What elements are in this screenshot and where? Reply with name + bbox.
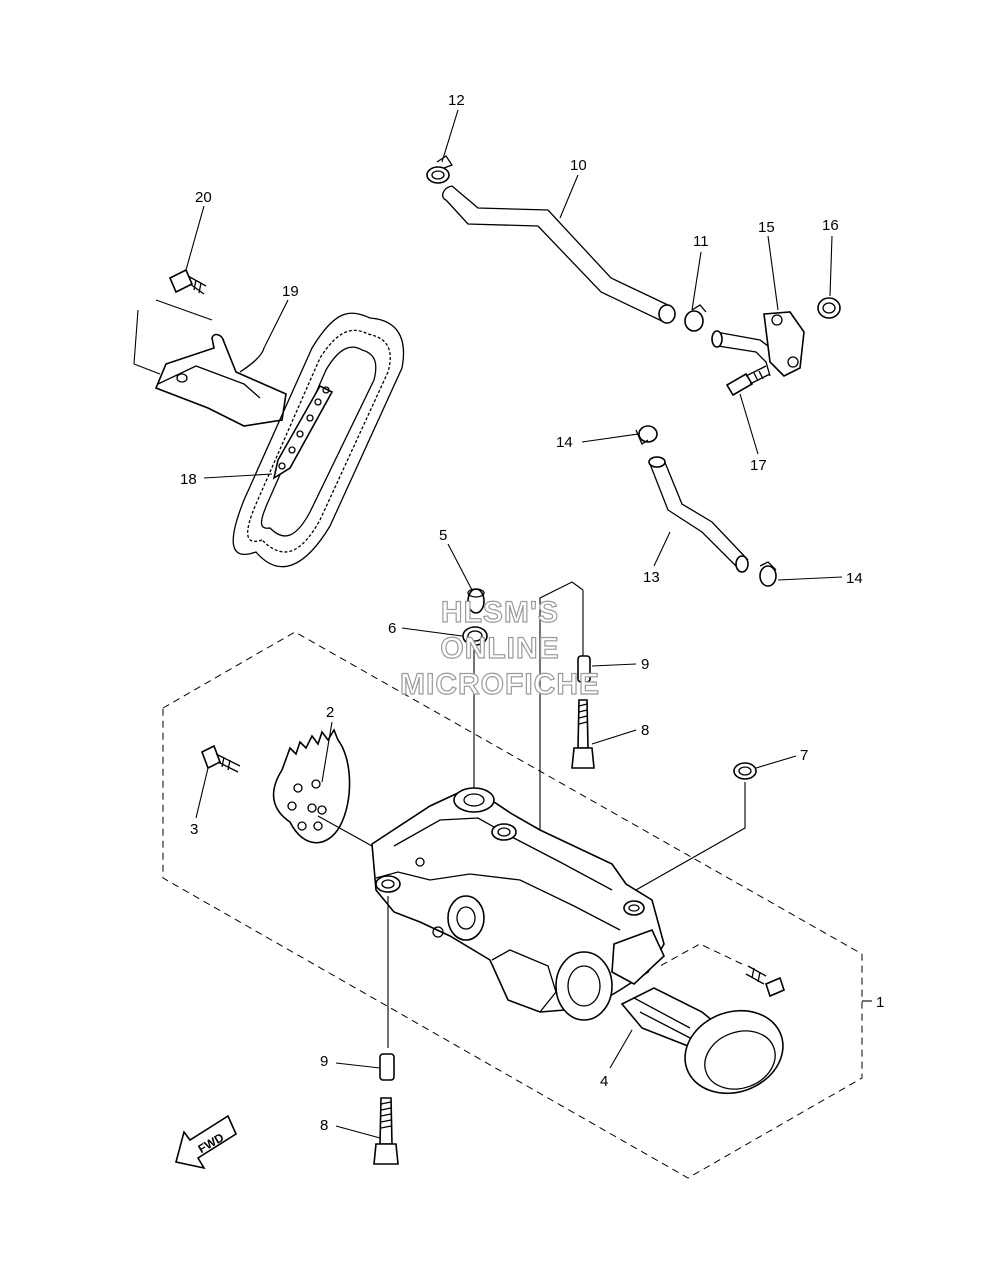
callout-13: 13 [643, 569, 660, 586]
part-13-hose [648, 456, 749, 573]
part-17-bolt [725, 365, 771, 397]
part-4-strainer [620, 987, 784, 1095]
callout-10: 10 [570, 157, 587, 174]
watermark-line-1: HLSM'S [441, 596, 559, 629]
callout-7: 7 [800, 747, 808, 764]
part-12-clip [426, 155, 453, 184]
part-11-clip [684, 304, 707, 332]
part-3-bolt [200, 744, 241, 773]
part-15-pipe [711, 311, 805, 377]
part-9-dowel-lower [379, 1053, 395, 1081]
part-19-chain-guide [154, 333, 287, 427]
callout-6: 6 [388, 620, 396, 637]
part-2-sprocket [272, 728, 351, 844]
callout-2: 2 [326, 704, 334, 721]
part-18-chain [232, 312, 405, 568]
part-10-hose [441, 185, 676, 324]
callout-20: 20 [195, 189, 212, 206]
callout-3: 3 [190, 821, 198, 838]
part-7-oring [733, 762, 757, 780]
watermark-line-3: MICROFICHE [400, 668, 600, 701]
callout-17: 17 [750, 457, 767, 474]
callout-5: 5 [439, 527, 447, 544]
callout-9-lower: 9 [320, 1053, 328, 1070]
callout-12: 12 [448, 92, 465, 109]
part-9-dowel-upper [577, 655, 591, 683]
callout-9-upper: 9 [641, 656, 649, 673]
callout-18: 18 [180, 471, 197, 488]
leader-lines [133, 109, 872, 1139]
callout-16: 16 [822, 217, 839, 234]
assembly-boundary [162, 631, 863, 1179]
part-14-clip-lower [759, 561, 777, 587]
part-6-oring [462, 626, 488, 646]
callout-14-upper: 14 [556, 434, 573, 451]
watermark: HLSM'S ONLINE MICROFICHE [399, 595, 600, 701]
part-1-oil-pump [371, 787, 665, 1021]
part-5-collar [467, 588, 485, 614]
strainer-bolt [745, 965, 785, 998]
callout-15: 15 [758, 219, 775, 236]
callout-4: 4 [600, 1073, 608, 1090]
part-14-clip-upper [635, 425, 658, 445]
callout-8-upper: 8 [641, 722, 649, 739]
callout-19: 19 [282, 283, 299, 300]
callout-1: 1 [876, 994, 884, 1011]
callout-8-lower: 8 [320, 1117, 328, 1134]
callout-14-lower: 14 [846, 570, 863, 587]
part-8-bolt-upper [571, 699, 595, 769]
part-16-oring [817, 297, 841, 319]
watermark-line-2: ONLINE [440, 632, 559, 665]
callout-11: 11 [693, 233, 709, 250]
fwd-arrow-icon: FWD [175, 1114, 238, 1170]
callout-numbers: 12 10 11 15 16 17 14 13 14 20 19 18 5 6 … [180, 92, 884, 1134]
part-8-bolt-lower [373, 1097, 399, 1165]
chain-links [272, 384, 334, 480]
part-20-bolt [168, 268, 207, 295]
